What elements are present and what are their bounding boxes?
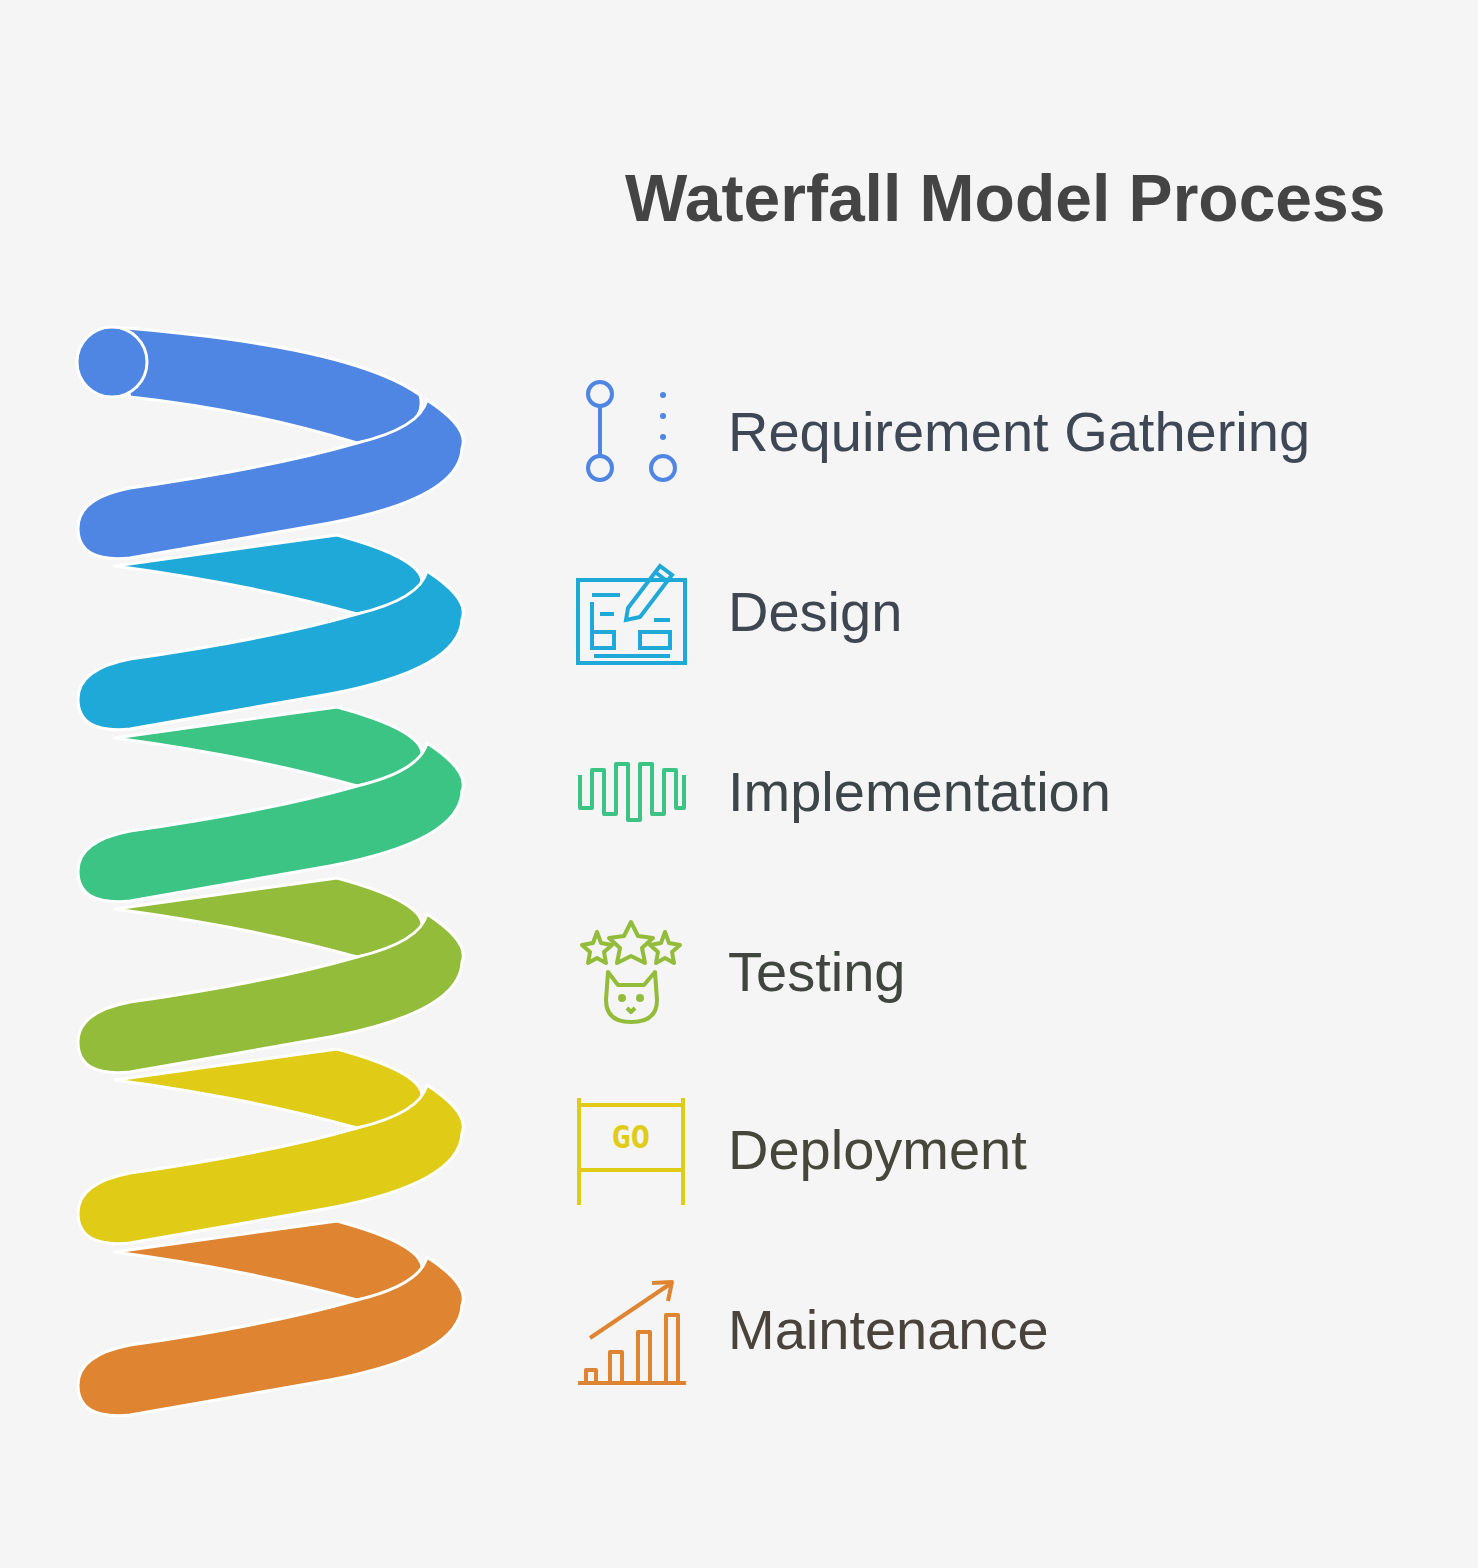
phase-label: Maintenance (728, 1302, 1049, 1358)
implementation-icon (580, 764, 684, 820)
maintenance-icon (578, 1282, 686, 1383)
coil-front (78, 1085, 463, 1244)
phase-label: Deployment (728, 1122, 1027, 1178)
spiral-coil (77, 327, 463, 1416)
coil-front (78, 914, 463, 1073)
sign-text: GO (612, 1121, 651, 1153)
coil-front (78, 1257, 463, 1416)
coil-front (78, 743, 463, 902)
deployment-icon (579, 1098, 683, 1205)
coil-back (112, 327, 421, 443)
phase-label: Design (728, 584, 902, 640)
coil-front (78, 400, 463, 559)
coil-front (78, 571, 463, 730)
diagram-title: Waterfall Model Process (625, 165, 1385, 231)
coil-end (77, 327, 147, 397)
phase-label: Implementation (728, 764, 1111, 820)
requirement-icon (588, 382, 675, 480)
testing-icon (582, 922, 680, 1022)
phase-label: Testing (728, 944, 905, 1000)
design-icon (578, 566, 685, 663)
phase-label: Requirement Gathering (728, 404, 1310, 460)
